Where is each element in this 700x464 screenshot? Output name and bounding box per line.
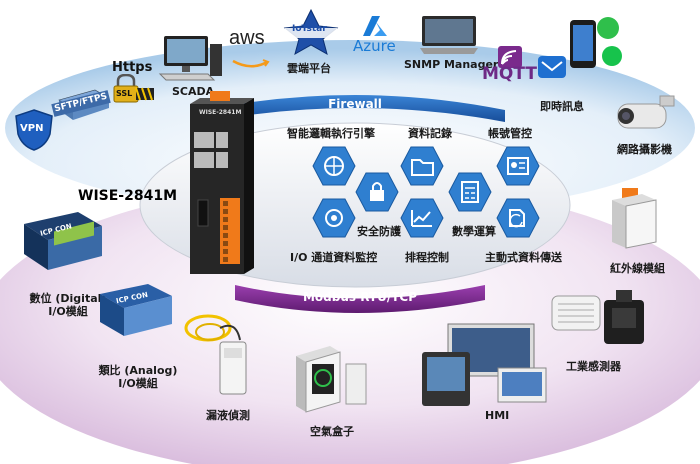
digital-io-label-line1: 數位 (Digital) — [29, 292, 107, 305]
cloud-platform-label: 雲端平台 — [287, 62, 331, 75]
feature-security-label: 安全防護 — [357, 225, 401, 238]
vpn-shield-icon — [14, 108, 54, 156]
leak-label: 漏液偵測 — [206, 409, 250, 422]
schedule-chart-icon — [400, 198, 444, 238]
feature-account-label: 帳號管控 — [488, 127, 532, 140]
scada-computer-icon — [158, 34, 226, 86]
analog-io-label-line2: I/O模組 — [118, 377, 158, 390]
air-box-label: 空氣盒子 — [310, 425, 354, 438]
aws-smile-icon — [231, 54, 271, 73]
mqtt-signal-icon — [498, 46, 522, 72]
iotstar-star-icon — [279, 8, 343, 60]
digital-io-label-line2: I/O模組 — [48, 305, 88, 318]
product-name-label: WISE-2841M — [78, 188, 178, 204]
ssl-lock-icon — [112, 73, 156, 108]
https-label: Https — [112, 60, 153, 75]
leak-detection-icon — [180, 306, 260, 406]
snmp-monitor-icon — [418, 14, 480, 60]
scada-label: SCADA — [172, 85, 215, 98]
analog-io-label-line1: 類比 (Analog) — [98, 364, 178, 377]
data-push-icon — [496, 198, 540, 238]
snmp-label: SNMP Manager — [404, 58, 499, 71]
mqtt-label: MQTT — [482, 64, 537, 84]
ssl-label: SSL — [116, 89, 133, 98]
folder-icon — [400, 146, 444, 186]
modbus-label: Modbus RTU/TCP — [302, 290, 418, 304]
ir-module-label: 紅外線模組 — [610, 262, 665, 275]
vpn-label: VPN — [20, 123, 44, 134]
brain-icon — [312, 146, 356, 186]
io-monitor-icon — [312, 198, 356, 238]
industrial-sensor-label: 工業感測器 — [566, 360, 621, 373]
feature-smart-logic-label: 智能邏輯執行引擎 — [287, 127, 375, 140]
ir-module-icon — [608, 186, 662, 256]
instant-message-label: 即時訊息 — [540, 100, 584, 113]
id-card-icon — [496, 146, 540, 186]
lock-icon — [355, 172, 399, 212]
firewall-label: Firewall — [328, 97, 382, 111]
aws-logo: aws — [229, 27, 265, 49]
industrial-sensor-icon — [550, 286, 650, 356]
ip-camera-label: 網路攝影機 — [617, 143, 672, 156]
feature-active-push-label: 主動式資料傳送 — [485, 251, 562, 264]
firewall-band-shape — [205, 95, 505, 122]
calculator-icon — [448, 172, 492, 212]
device-model-tag: WISE-2841M — [199, 109, 242, 116]
instant-message-phone-icon — [532, 14, 622, 96]
modbus-band-shape — [235, 285, 485, 313]
ip-camera-icon — [608, 92, 678, 140]
hmi-panel-icon — [420, 322, 550, 412]
feature-math-label: 數學運算 — [452, 225, 496, 238]
feature-data-log-label: 資料記錄 — [408, 127, 452, 140]
hmi-label: HMI — [485, 409, 510, 422]
azure-logo-icon — [362, 14, 388, 42]
feature-io-monitor-label: I/O 通道資料監控 — [290, 251, 378, 264]
wise-2841m-device — [180, 88, 258, 282]
feature-schedule-label: 排程控制 — [405, 251, 449, 264]
analog-io-module-icon — [96, 282, 176, 344]
air-box-icon — [292, 344, 372, 424]
iotstar-label: IoTstar — [292, 24, 327, 34]
azure-label: Azure — [353, 37, 396, 55]
digital-io-module-icon — [20, 210, 106, 278]
